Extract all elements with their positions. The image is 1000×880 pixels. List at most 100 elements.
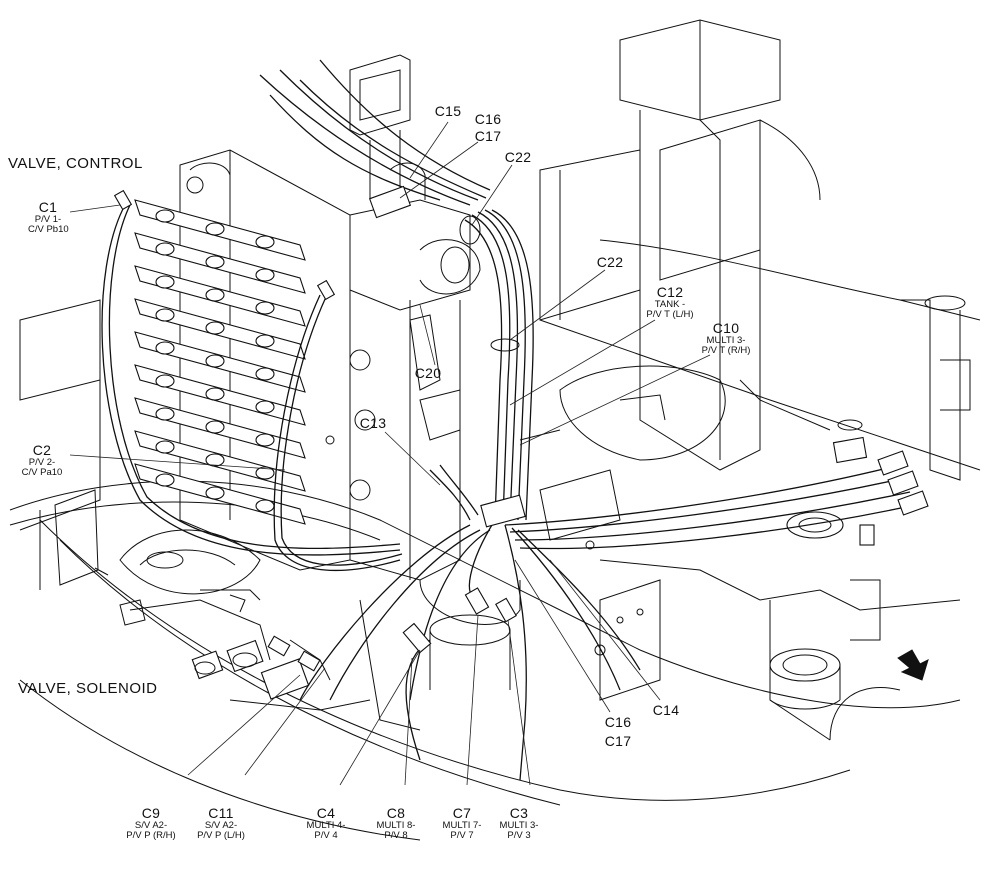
callout-code: C3	[509, 805, 529, 821]
spool-fitting	[155, 341, 175, 355]
callout-code: C7	[452, 805, 472, 821]
callout-desc-line: C/V Pb10	[28, 223, 69, 235]
callout-c22-mid: C22	[592, 255, 628, 270]
callout-c10: C10 MULTI 3- P/V T (R/H)	[696, 321, 756, 356]
callout-c8: C8 MULTI 8- P/V 8	[372, 806, 420, 841]
callout-c11: C11 S/V A2- P/V P (L/H)	[190, 806, 252, 841]
spool-fitting	[155, 242, 175, 256]
central-block	[349, 54, 521, 731]
spool-fitting	[205, 420, 225, 434]
callout-desc-line: C/V Pa10	[21, 466, 63, 478]
callout-desc-line: P/V 8	[384, 829, 408, 841]
hose-fittings	[113, 189, 929, 672]
callout-code: C16	[604, 714, 632, 730]
callout-desc-line: P/V T (R/H)	[701, 344, 751, 356]
callout-code: C11	[208, 805, 234, 821]
control-valve-section-title: VALVE, CONTROL	[8, 155, 143, 172]
callout-desc-line: P/V 4	[314, 829, 338, 841]
spool-fitting	[155, 473, 175, 487]
direction-arrow-icon	[897, 649, 929, 681]
callout-c17-top: C17	[470, 129, 506, 144]
callout-desc-line: MULTI 4-	[306, 819, 346, 831]
callout-c3: C3 MULTI 3- P/V 3	[495, 806, 543, 841]
callout-desc-line: TANK -	[654, 298, 686, 310]
callout-code: C15	[434, 103, 462, 119]
callout-desc-line: P/V 3	[507, 829, 531, 841]
callout-desc-line: S/V A2-	[134, 819, 168, 831]
callout-desc-line: P/V T (L/H)	[646, 308, 694, 320]
callout-c17-bottom: C17	[600, 734, 636, 749]
callout-code: C4	[316, 805, 336, 821]
callout-desc-line: P/V P (R/H)	[126, 829, 176, 841]
callout-c1: C1 P/V 1- C/V Pb10	[28, 199, 69, 235]
solenoid-valve-section-title: VALVE, SOLENOID	[18, 680, 158, 697]
callout-c2: C2 P/V 2- C/V Pa10	[20, 443, 64, 478]
spool-fitting	[155, 308, 175, 322]
leader-lines	[69, 121, 711, 786]
callout-desc-line: P/V 7	[450, 829, 474, 841]
spool-fitting	[155, 407, 175, 421]
callout-code: C8	[386, 805, 406, 821]
callout-c9: C9 S/V A2- P/V P (R/H)	[120, 806, 182, 841]
callout-code: C1	[38, 199, 58, 215]
spool-fitting	[155, 275, 175, 289]
callout-desc-line: MULTI 7-	[442, 819, 482, 831]
callout-code: C17	[604, 733, 632, 749]
callout-code: C2	[32, 442, 52, 458]
callout-c14: C14	[648, 703, 684, 718]
callout-desc-line: MULTI 3-	[499, 819, 539, 831]
turntable-frame	[9, 299, 961, 841]
callout-code: C10	[712, 320, 740, 336]
spool-fitting	[205, 288, 225, 302]
spool-fitting	[255, 235, 275, 249]
callout-c7: C7 MULTI 7- P/V 7	[438, 806, 486, 841]
callout-code: C22	[596, 254, 624, 270]
callout-c20: C20	[410, 366, 446, 381]
spool-fitting	[255, 334, 275, 348]
spool-fitting	[205, 486, 225, 500]
callout-c13: C13	[355, 416, 391, 431]
spool-fitting	[155, 440, 175, 454]
spool-fitting	[255, 400, 275, 414]
callout-code: C13	[359, 415, 387, 431]
callout-desc-line: P/V 2-	[28, 456, 56, 468]
spool-fitting	[255, 499, 275, 513]
spool-fitting	[205, 354, 225, 368]
spool-fitting	[155, 374, 175, 388]
spool-fitting	[205, 222, 225, 236]
spool-fitting	[255, 433, 275, 447]
spool-fitting	[255, 301, 275, 315]
callout-code: C20	[414, 365, 442, 381]
callout-code: C17	[474, 128, 502, 144]
spool-fitting	[255, 367, 275, 381]
callout-code: C9	[141, 805, 161, 821]
spool-fitting	[205, 321, 225, 335]
callout-c12: C12 TANK - P/V T (L/H)	[640, 285, 700, 320]
spool-fitting	[205, 453, 225, 467]
callout-c16-top: C16	[470, 112, 506, 127]
hose-clamps	[368, 162, 526, 528]
callout-desc-line: MULTI 3-	[706, 334, 746, 346]
callout-c16-bottom: C16	[600, 715, 636, 730]
spool-fitting	[255, 268, 275, 282]
control-valve-stack	[134, 149, 376, 571]
callout-code: C14	[652, 702, 680, 718]
spool-fitting	[155, 209, 175, 223]
callout-desc-line: S/V A2-	[204, 819, 238, 831]
spool-fitting	[205, 387, 225, 401]
callout-code: C16	[474, 111, 502, 127]
spool-fitting	[255, 466, 275, 480]
callout-c4: C4 MULTI 4- P/V 4	[302, 806, 350, 841]
callout-desc-line: P/V P (L/H)	[197, 829, 245, 841]
callout-desc-line: P/V 1-	[34, 213, 62, 225]
callout-c15: C15	[430, 104, 466, 119]
callout-desc-line: MULTI 8-	[376, 819, 416, 831]
callout-c22-top: C22	[500, 150, 536, 165]
callout-code: C12	[656, 284, 684, 300]
spool-fitting	[205, 255, 225, 269]
frame-right	[519, 19, 981, 741]
callout-code: C22	[504, 149, 532, 165]
solenoid-valves	[119, 589, 371, 711]
